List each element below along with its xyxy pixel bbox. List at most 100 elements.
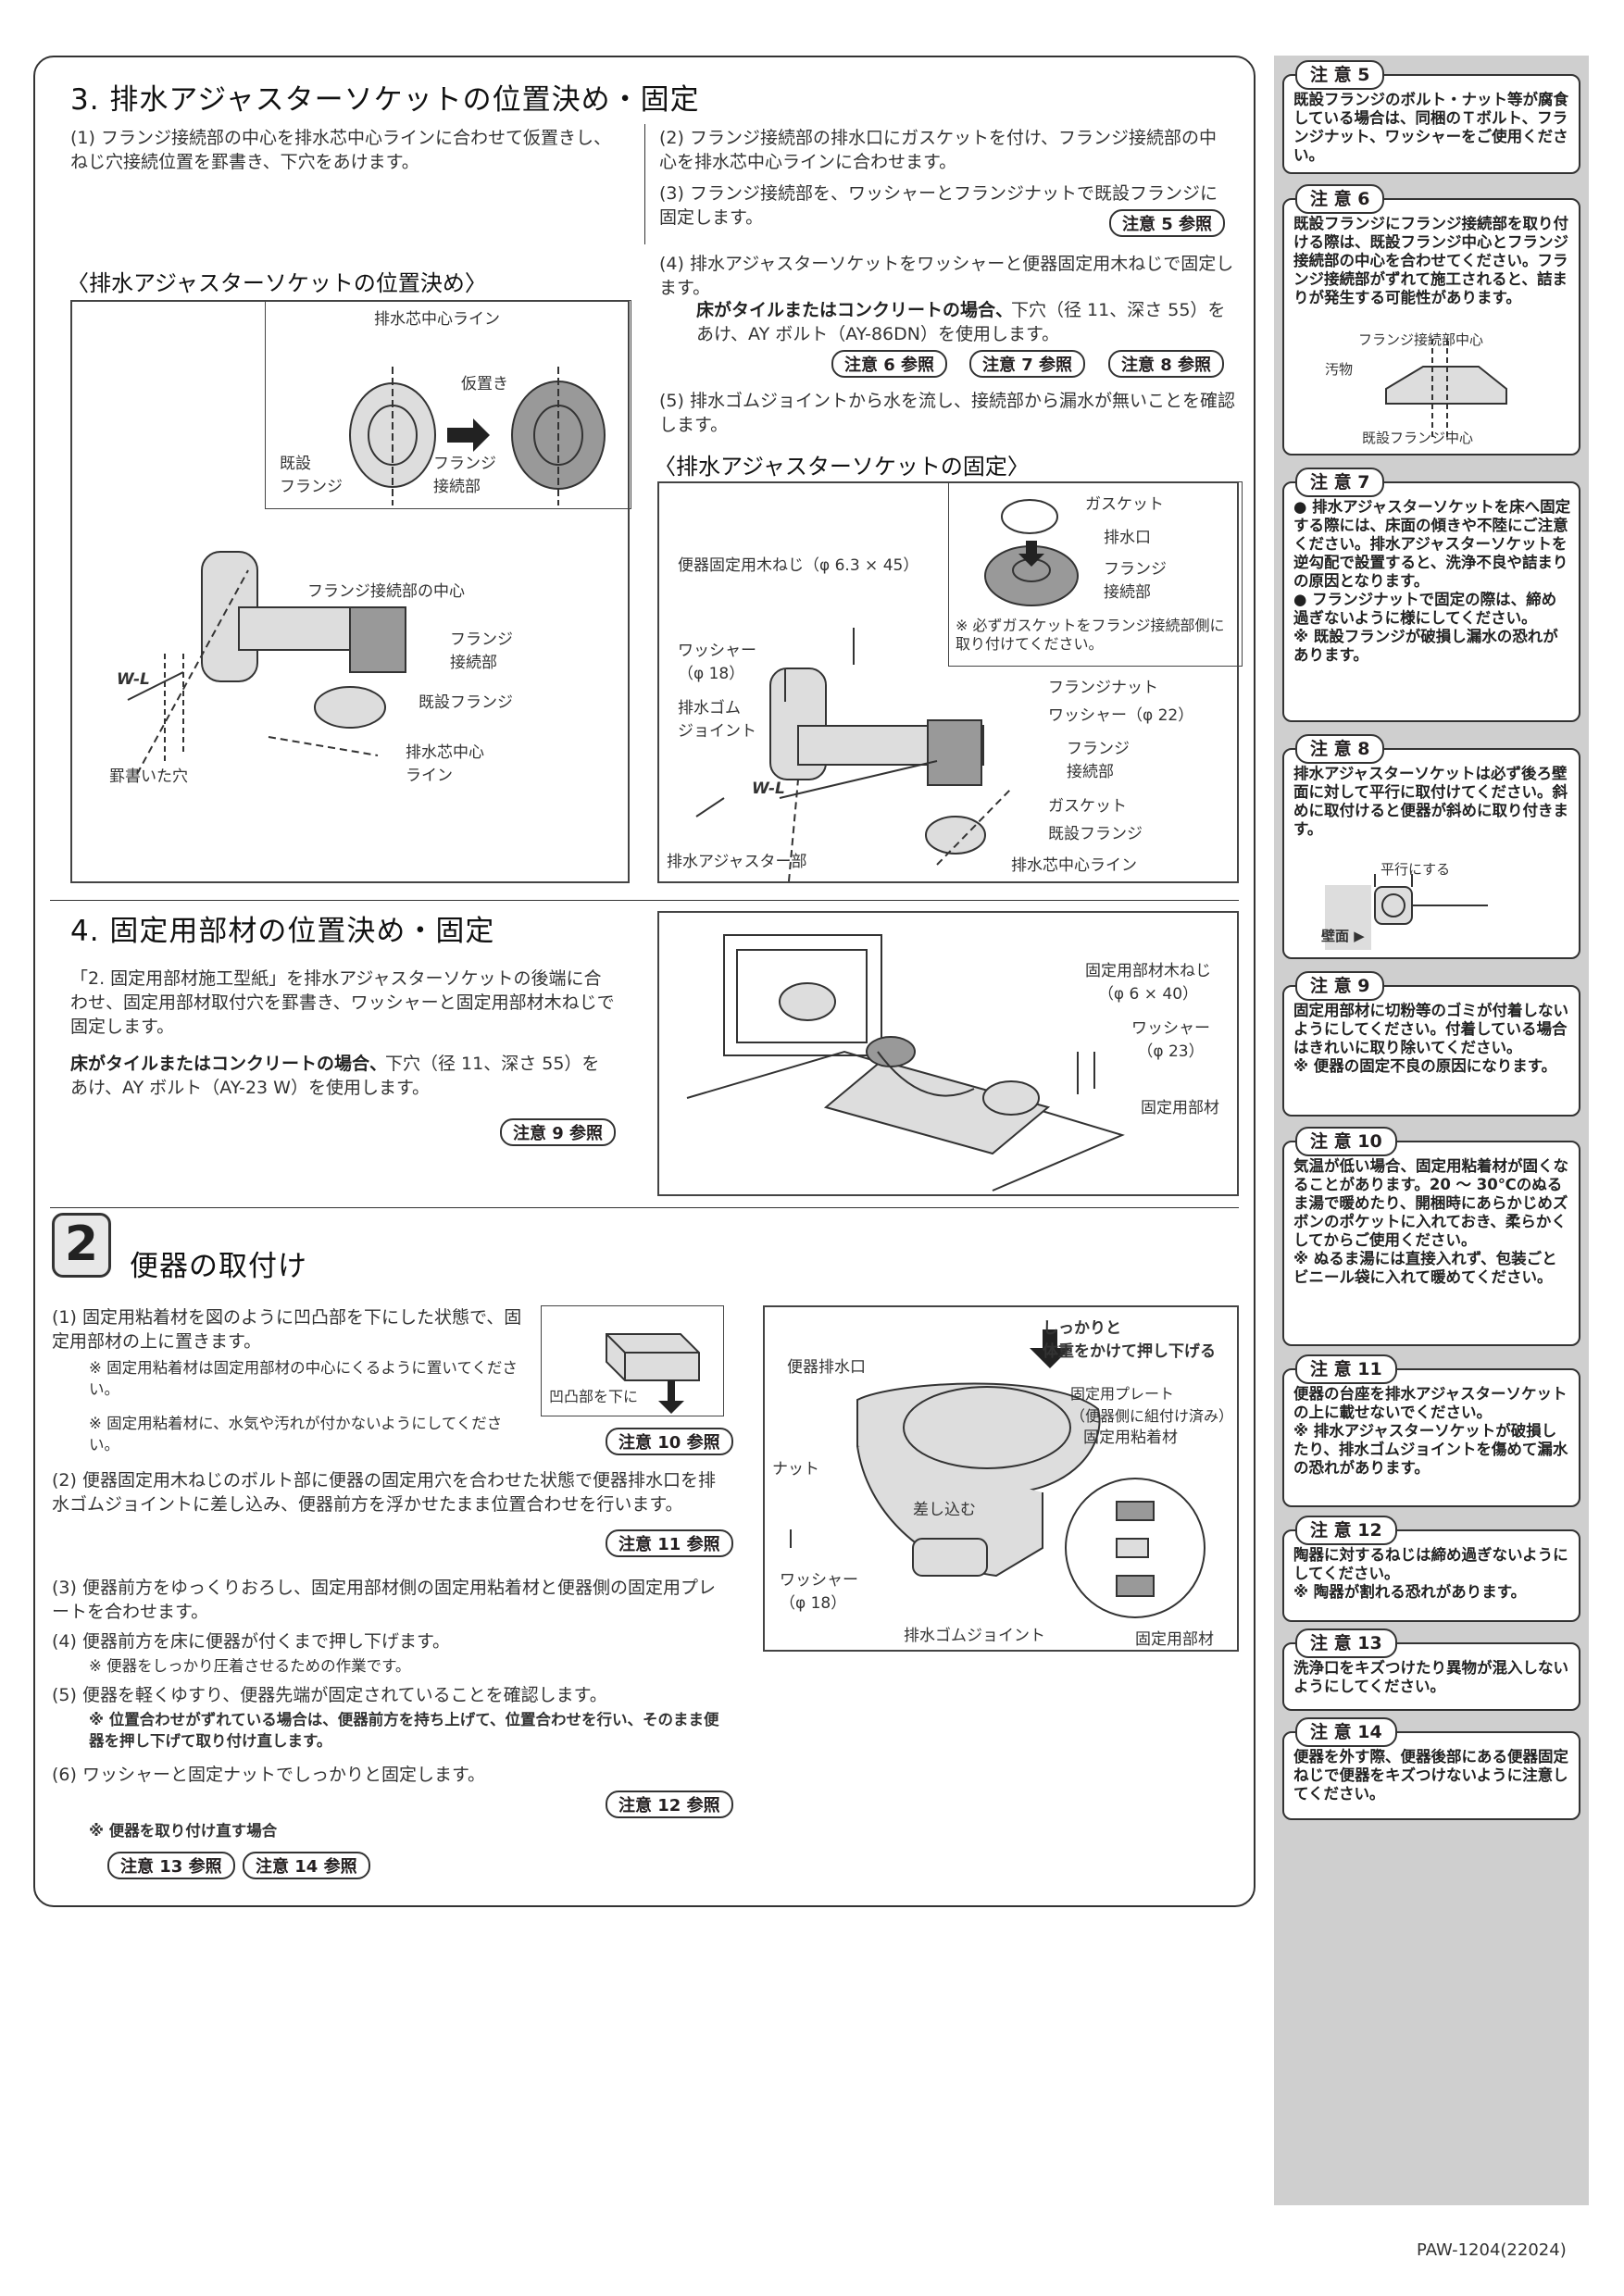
note-6-text: 既設フランジにフランジ接続部を取り付ける際は、既設フランジ中心とフランジ接続部の… [1293,215,1568,306]
figure-fix: ガスケット 排水口 フランジ 接続部 ※ 必ずガスケットをフランジ接続部側に取り… [657,481,1243,883]
sec2-step5-note: ※ 位置合わせがずれている場合は、便器前方を持ち上げて、位置合わせを行い、そのま… [89,1711,719,1750]
figure-fix-drawing [695,499,1079,881]
sec2-step4: (4) 便器前方を床に便器が付くまで押し下げます。 [52,1631,451,1652]
note-6-label: 注 意 6 [1295,184,1385,214]
label-member: 固定用部材 [1135,1630,1214,1649]
sub-heading-fix: 〈排水アジャスターソケットの固定〉 [654,454,1030,480]
ref-note9[interactable]: 注意 9 参照 [500,1118,617,1146]
note-6: 注 意 6 既設フランジにフランジ接続部を取り付ける際は、既設フランジ中心とフラ… [1282,184,1580,455]
label-rubber-joint: 排水ゴム ジョイント [678,699,756,741]
ref-note14[interactable]: 注意 14 参照 [243,1852,370,1879]
label-gasket-note: ※ 必ずガスケットをフランジ接続部側に取り付けてください。 [956,617,1225,653]
figure-member-drawing [686,934,1125,1192]
sec3-step4a: (4) 排水アジャスターソケットをワッシャーと便器固定用木ねじで固定します。 [659,254,1234,298]
label-flange-joint2: フランジ 接続部 [450,630,513,672]
sec4-body2: 下穴（径 11、深さ 55）をあけ、AY ボルト（AY-23 W）を使用します。 [70,1054,600,1098]
sec3-step5: (5) 排水ゴムジョイントから水を流し、接続部から漏水が無いことを確認します。 [659,391,1235,435]
note-13-text: 洗浄口をキズつけたり異物が混入しないようにしてください。 [1293,1659,1568,1695]
label-center-line: 排水芯中心ライン [1011,856,1137,875]
label-adjuster: 排水アジャスター部 [667,853,807,871]
label-adhesive: 固定用粘着材 [1083,1429,1178,1447]
ref-note11[interactable]: 注意 11 参照 [606,1529,733,1557]
label-push-down: しっかりと 体重をかけて押し下げる [1043,1319,1216,1361]
ref-note13[interactable]: 注意 13 参照 [107,1852,235,1879]
note-9-text: 固定用部材に切粉等のゴミが付着しないようにしてください。付着している場合はきれい… [1293,1002,1568,1075]
note-6-fig-dirt: 汚物 [1325,361,1354,378]
sec3-step3: (3) フランジ接続部を、ワッシャーとフランジナットで既設フランジに固定します。 [659,183,1218,228]
figure-position-inset [265,300,631,509]
note-6-figure [1385,339,1507,441]
label-member-screw: 固定用部材木ねじ （φ 6 × 40） [1085,962,1211,1004]
note-10-label: 注 意 10 [1295,1127,1397,1156]
note-8-label: 注 意 8 [1295,734,1385,764]
document-code: PAW-1204(22024) [1417,2240,1567,2260]
note-10: 注 意 10 気温が低い場合、固定用粘着材が固くなることがあります。20 ～ 3… [1282,1127,1580,1346]
ref-note10[interactable]: 注意 10 参照 [606,1428,733,1455]
note-8-figure [1325,874,1488,950]
label-flange-joint: フランジ 接続部 [433,455,496,496]
label-nut: ナット [772,1460,819,1479]
label-existing-flange: 既設 フランジ [280,455,343,496]
ref-note12[interactable]: 注意 12 参照 [606,1791,733,1818]
note-7-label: 注 意 7 [1295,468,1385,497]
figure-toilet: しっかりと 体重をかけて押し下げる 便器排水口 固定用プレート （便器側に組付け… [763,1305,1239,1652]
ref-note6[interactable]: 注意 6 参照 [831,350,948,378]
label-marked-hole: 罫書いた穴 [109,767,188,786]
ref-note7[interactable]: 注意 7 参照 [969,350,1086,378]
label-rubber-joint: 排水ゴムジョイント [904,1627,1045,1645]
note-13: 注 意 13 洗浄口をキズつけたり異物が混入しないようにしてください。 [1282,1628,1580,1711]
figure-adhesive-drawing [606,1333,700,1414]
note-12: 注 意 12 陶器に対するねじは締め過ぎないようにしてください。 ※ 陶器が割れ… [1282,1516,1580,1622]
section-number-badge: 2 [52,1213,111,1278]
figure-adhesive: 凹凸部を下に [541,1305,724,1416]
sec2-step6: (6) ワッシャーと固定ナットでしっかりと固定します。 [52,1765,486,1785]
figure-fix-inset [948,481,1243,667]
divider-sec2 [50,1207,1239,1208]
label-gasket2: ガスケット [1048,797,1127,816]
sec4-bold: 床がタイルまたはコンクリートの場合、 [70,1054,388,1074]
sec4-body: 「2. 固定用部材施工型紙」を排水アジャスターソケットの後端に合わせ、固定用部材… [70,968,615,1037]
note-7: 注 意 7 ● 排水アジャスターソケットを床へ固定する際には、床面の傾きや不陸に… [1282,468,1580,722]
note-14-text: 便器を外す際、便器後部にある便器固定ねじで便器をキズつけないように注意してくださ… [1293,1748,1568,1803]
sec2-step2: (2) 便器固定用木ねじのボルト部に便器の固定用穴を合わせた状態で便器排水口を排… [52,1470,716,1515]
note-8-fig-wall: 壁面 ▶ [1321,928,1365,944]
note-6-fig-existing: 既設フランジ中心 [1362,430,1474,446]
note-10-text: 気温が低い場合、固定用粘着材が固くなることがあります。20 ～ 30℃のぬるま湯… [1293,1157,1568,1286]
note-13-label: 注 意 13 [1295,1628,1397,1658]
note-12-text: 陶器に対するねじは締め過ぎないようにしてください。 ※ 陶器が割れる恐れがありま… [1293,1546,1568,1601]
label-existing-flange2: 既設フランジ [418,693,513,712]
note-6-fig-center: フランジ接続部中心 [1358,331,1484,348]
sec3-step4-bold: 床がタイルまたはコンクリートの場合、 [696,300,1014,320]
label-washer: ワッシャー （φ 18） [780,1571,858,1613]
label-flange-center: フランジ接続部の中心 [307,582,465,601]
note-5: 注 意 5 既設フランジのボルト・ナット等が腐食している場合は、同梱のＴボルト、… [1282,60,1580,174]
figure-position: 排水芯中心ライン 仮置き 既設 フランジ フランジ 接続部 フランジ接続部の中心… [70,300,631,883]
ref-note8[interactable]: 注意 8 参照 [1108,350,1225,378]
note-11-label: 注 意 11 [1295,1354,1397,1384]
label-washer22: ワッシャー（φ 22） [1048,706,1194,725]
note-12-label: 注 意 12 [1295,1516,1397,1545]
main-frame [33,56,1255,1907]
note-5-text: 既設フランジのボルト・ナット等が腐食している場合は、同梱のＴボルト、フランジナッ… [1293,91,1568,164]
note-11-text: 便器の台座を排水アジャスターソケットの上に載せないでください。 ※ 排水アジャス… [1293,1385,1568,1477]
label-flange-nut: フランジナット [1048,679,1158,697]
note-8-fig-parallel: 平行にする [1380,861,1451,878]
column-divider [644,124,645,244]
note-7-text: ● 排水アジャスターソケットを床へ固定する際には、床面の傾きや不陸にご注意くださ… [1293,498,1571,664]
note-9: 注 意 9 固定用部材に切粉等のゴミが付着しないようにしてください。付着している… [1282,971,1580,1117]
sec2-step3: (3) 便器前方をゆっくりおろし、固定用部材側の固定用粘着材と便器側の固定用プレ… [52,1578,716,1622]
label-member-washer: ワッシャー （φ 23） [1131,1019,1210,1061]
section3-title: 3. 排水アジャスターソケットの位置決め・固定 [70,83,700,117]
section4-title: 4. 固定用部材の位置決め・固定 [70,915,495,948]
sec2-step1-note2: ※ 固定用粘着材に、水気や汚れが付かないようにしてください。 [89,1415,503,1454]
label-gasket: ガスケット [1085,495,1164,514]
note-5-label: 注 意 5 [1295,60,1385,90]
sec2-reinstall: ※ 便器を取り付け直す場合 [89,1822,278,1840]
label-center-line2: 排水芯中心 ライン [406,743,484,785]
note-8-text: 排水アジャスターソケットは必ず後ろ壁面に対して平行に取付けてください。斜めに取付… [1293,765,1568,838]
label-fixing-plate: 固定用プレート （便器側に組付け済み） [1070,1385,1234,1425]
note-14: 注 意 14 便器を外す際、便器後部にある便器固定ねじで便器をキズつけないように… [1282,1717,1580,1820]
label-screw: 便器固定用木ねじ（φ 6.3 × 45） [678,556,919,575]
label-wl: W-L [117,670,150,689]
ref-note5[interactable]: 注意 5 参照 [1109,209,1226,237]
